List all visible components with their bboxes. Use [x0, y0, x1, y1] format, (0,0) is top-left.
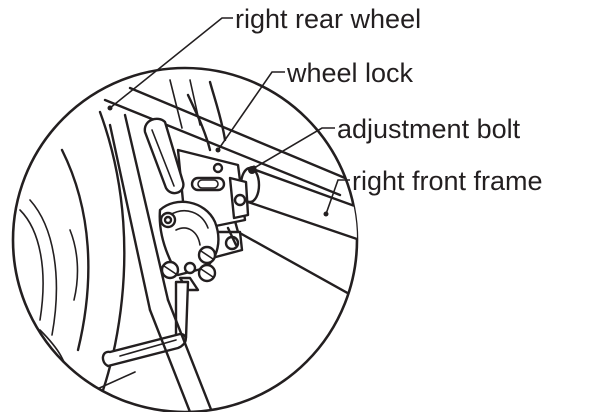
label-adjustment-bolt: adjustment bolt — [337, 114, 521, 144]
label-wheel-lock: wheel lock — [286, 58, 414, 88]
label-right-front-frame: right front frame — [352, 166, 543, 196]
lower-frame — [94, 298, 214, 412]
frame-structure — [103, 79, 347, 312]
linkage-plate — [158, 200, 220, 283]
label-right-rear-wheel: right rear wheel — [235, 4, 421, 34]
lock-handle — [143, 117, 185, 195]
callout-labels: right rear wheel wheel lock adjustment b… — [235, 4, 543, 196]
detail-contents — [19, 79, 357, 412]
leader-right-front-frame — [325, 179, 350, 215]
leader-adjustment-bolt — [253, 127, 335, 169]
leader-lines — [107, 17, 350, 217]
leader-right-rear-wheel — [109, 17, 233, 109]
lock-rod-lever — [101, 276, 200, 368]
leader-wheel-lock — [217, 71, 285, 151]
